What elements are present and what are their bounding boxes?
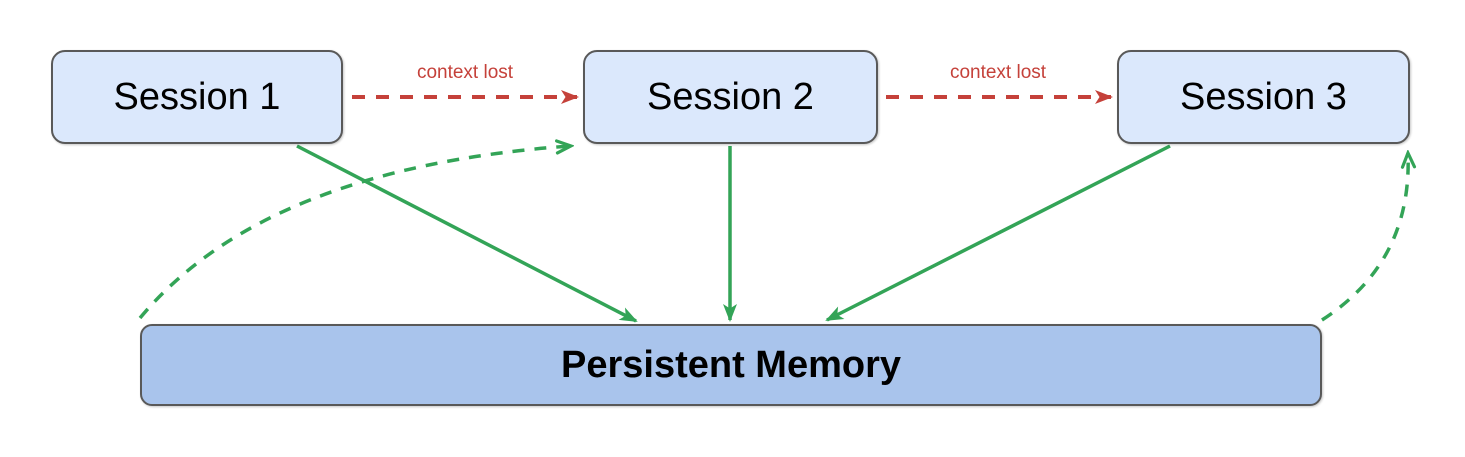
session3-label: Session 3 [1180,75,1347,118]
persistent-memory-label: Persistent Memory [560,343,901,386]
session1-node: Session 1 [51,50,343,144]
context-lost-label-2: context lost [949,62,1047,83]
session3-node: Session 3 [1117,50,1410,144]
session2-node: Session 2 [583,50,878,144]
context-lost-label-1: context lost [416,62,514,83]
session2-label: Session 2 [647,75,814,118]
session1-label: Session 1 [113,75,281,118]
edge-memory-to-session3 [1321,154,1408,322]
edge-session3-to-memory [825,144,1171,322]
edge-session1-to-memory [296,144,638,323]
persistent-memory-node: Persistent Memory [140,324,1322,406]
edge-memory-to-session2 [138,146,570,320]
